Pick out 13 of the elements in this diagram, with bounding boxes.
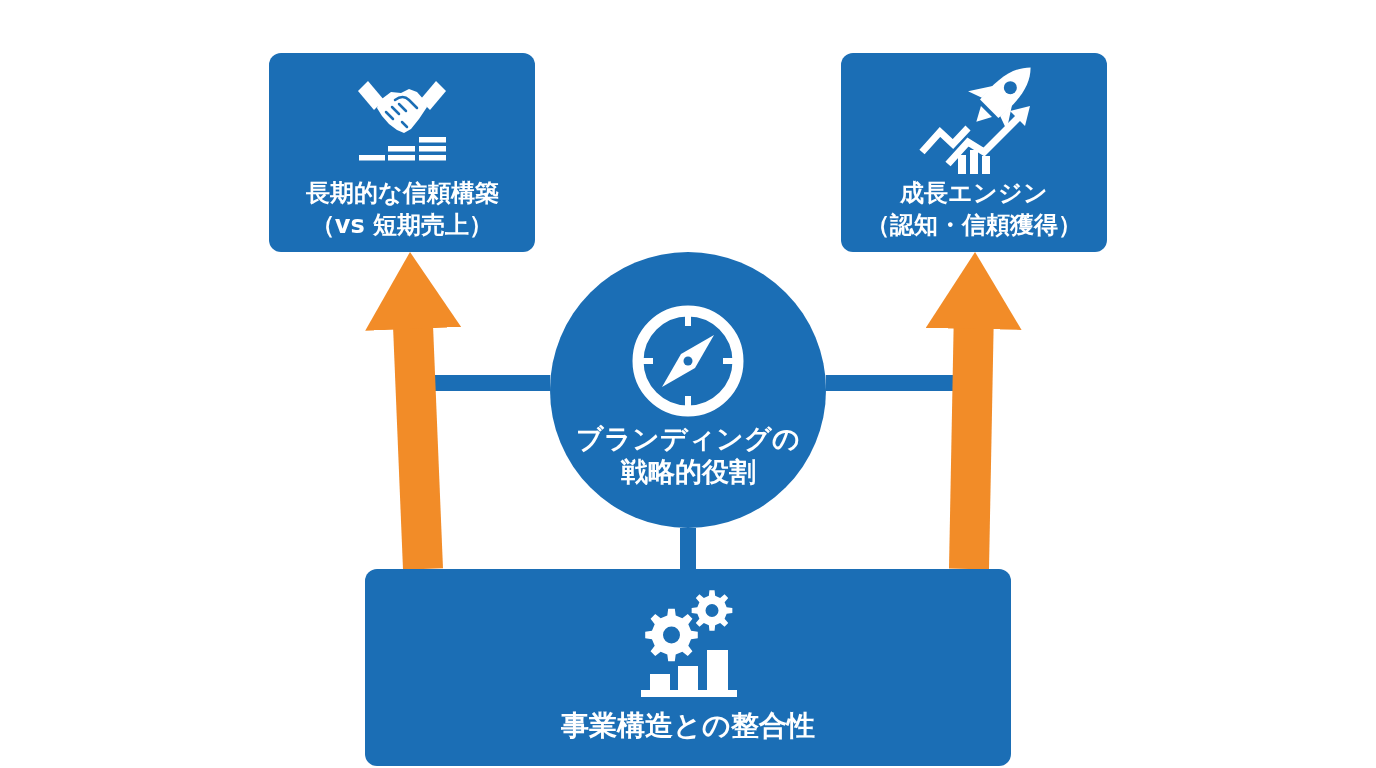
node-label: ブランディングの戦略的役割 (575, 423, 801, 489)
node-label: 事業構造との整合性 (561, 709, 815, 744)
arrow (925, 252, 1022, 570)
node-heading: 長期的な信頼構築 (305, 179, 499, 209)
central-circle (550, 252, 826, 528)
node-heading: 成長エンジン (900, 179, 1048, 209)
node-subheading: （認知・信頼獲得） (866, 211, 1082, 241)
rounded-box (269, 53, 535, 252)
arrow (365, 251, 462, 570)
rounded-box (841, 53, 1107, 252)
rounded-box (365, 569, 1011, 766)
connector-line (680, 528, 696, 569)
node-subheading: （vs 短期売上） (310, 211, 494, 241)
